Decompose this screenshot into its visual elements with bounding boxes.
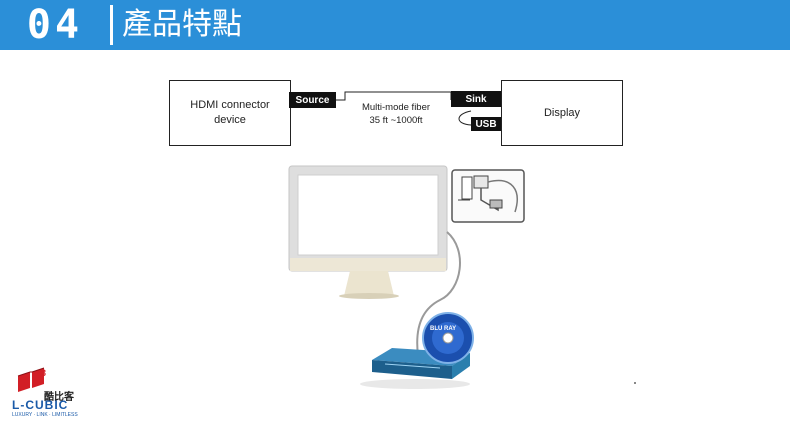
- logo-english-name: L-CUBIC: [12, 398, 69, 412]
- stray-dot: [634, 382, 636, 384]
- source-tag: Source: [289, 92, 336, 108]
- monitor-neck: [344, 271, 394, 296]
- brand-logo: 3 酷比客 L-CUBIC LUXURY · LINK · LIMITLESS: [8, 366, 88, 418]
- section-number-box: 04: [0, 0, 110, 50]
- logo-superscript: 3: [41, 368, 47, 378]
- header-divider: [110, 5, 113, 45]
- sink-tag: Sink: [451, 91, 501, 107]
- logo-tagline: LUXURY · LINK · LIMITLESS: [12, 412, 78, 418]
- section-number: 04: [26, 2, 84, 48]
- monitor-cable: [416, 231, 461, 356]
- player-side: [452, 353, 470, 379]
- logo-chinese-name: 酷比客: [44, 392, 74, 403]
- sink-tag-label: Sink: [465, 93, 487, 105]
- page-title: 產品特點: [122, 7, 242, 42]
- monitor-chin: [290, 258, 446, 271]
- display-box: Display: [501, 80, 623, 146]
- fiber-label: Multi-mode fiber 35 ft ~1000ft: [351, 101, 441, 127]
- fiber-length: 35 ft ~1000ft: [369, 115, 423, 126]
- hdmi-source-label: HDMI connector device: [190, 99, 270, 126]
- fiber-type: Multi-mode fiber: [361, 102, 431, 113]
- disc-label: BLU RAY: [430, 326, 456, 332]
- usb-tag-label: USB: [475, 118, 497, 130]
- display-label: Display: [543, 106, 581, 119]
- flag-icon: [17, 367, 45, 392]
- monitor-base: [339, 293, 399, 299]
- source-tag-label: Source: [295, 94, 330, 106]
- hdmi-source-box: HDMI connector device: [169, 80, 291, 146]
- header-bar: 04 產品特點: [0, 0, 790, 50]
- monitor-screen: [297, 174, 439, 256]
- usb-tag: USB: [471, 117, 501, 131]
